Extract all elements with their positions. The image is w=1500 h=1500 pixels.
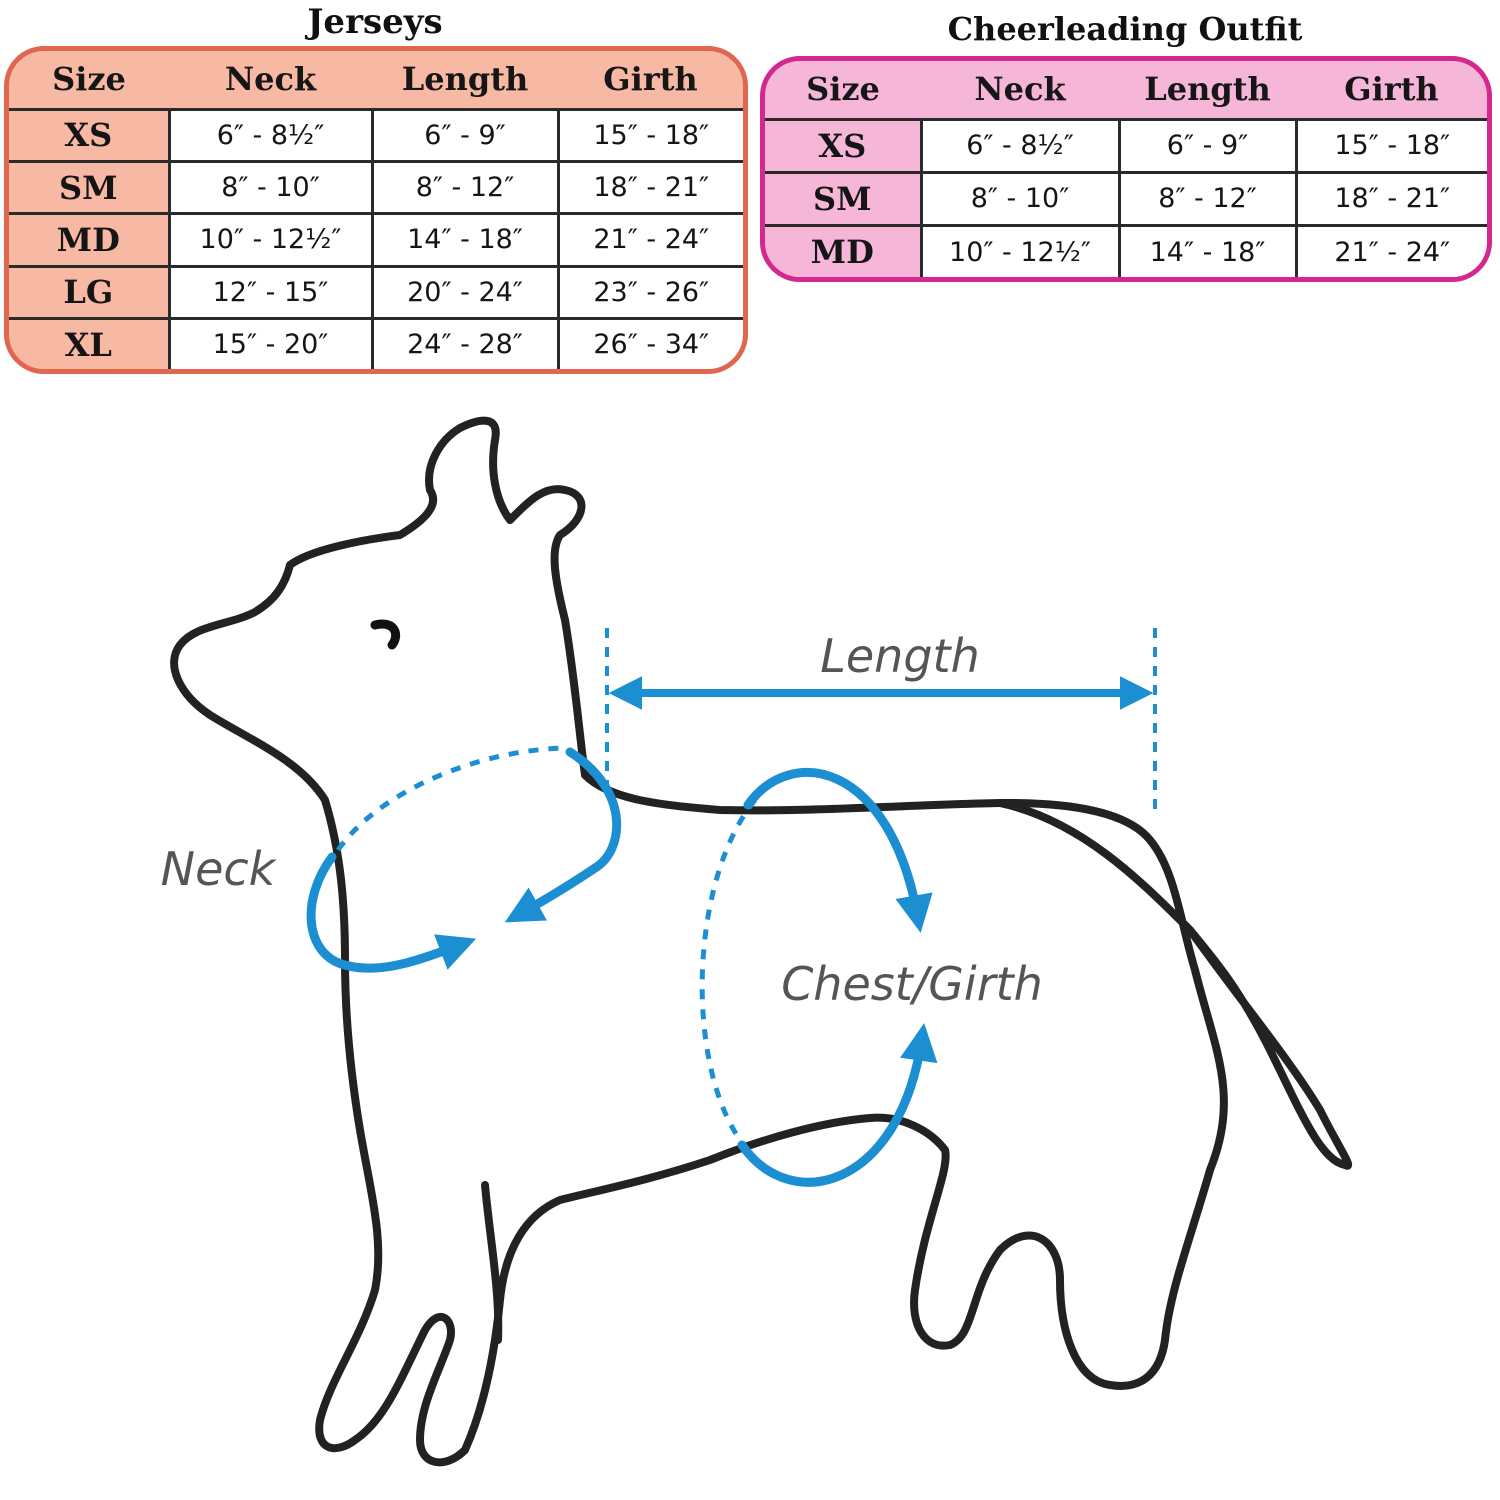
length-label: Length — [820, 629, 979, 683]
cheerleading-row: MD 10″ - 12½″ 14″ - 18″ 21″ - 24″ — [765, 224, 1487, 277]
size-cell: XS — [9, 107, 169, 162]
girth-cell: 23″ - 26″ — [556, 264, 743, 319]
length-cell: 14″ - 18″ — [370, 212, 558, 267]
neck-label: Neck — [161, 842, 278, 896]
cheerleading-header-length: Length — [1144, 70, 1271, 109]
girth-label: Chest/Girth — [781, 957, 1043, 1011]
girth-arrow-icon — [737, 1023, 938, 1187]
dog-measurement-diagram: Length Neck Chest/Girth — [161, 416, 1353, 1467]
size-cell: MD — [9, 212, 169, 267]
girth-cell: 18″ - 21″ — [556, 159, 743, 214]
length-cell: 6″ - 9″ — [1117, 117, 1296, 173]
jerseys-header-row: Size Neck Length Girth — [9, 51, 743, 109]
jerseys-header-neck: Neck — [224, 60, 317, 99]
length-cell: 24″ - 28″ — [370, 317, 558, 369]
neck-arrow-icon — [306, 852, 477, 973]
size-cell: LG — [9, 264, 169, 319]
neck-cell: 12″ - 15″ — [167, 264, 372, 319]
girth-cell: 18″ - 21″ — [1294, 170, 1487, 226]
jerseys-size-chart: Size Neck Length Girth XS 6″ - 8½″ 6″ - … — [4, 46, 748, 374]
cheerleading-header-neck: Neck — [974, 70, 1066, 109]
neck-cell: 6″ - 8½″ — [167, 107, 372, 162]
jerseys-header-length: Length — [401, 60, 529, 99]
girth-measure — [699, 768, 938, 1187]
length-cell: 6″ - 9″ — [370, 107, 558, 162]
cheerleading-header-girth: Girth — [1344, 70, 1439, 109]
cheerleading-size-chart: Size Neck Length Girth XS 6″ - 8½″ 6″ - … — [760, 56, 1492, 282]
cheerleading-row: SM 8″ - 10″ 8″ - 12″ 18″ - 21″ — [765, 170, 1487, 226]
neck-cell: 10″ - 12½″ — [167, 212, 372, 267]
dog-outline — [170, 416, 1353, 1467]
jerseys-row: SM 8″ - 10″ 8″ - 12″ 18″ - 21″ — [9, 159, 743, 214]
length-measure — [605, 628, 1157, 815]
neck-cell: 8″ - 10″ — [167, 159, 372, 214]
neck-cell: 6″ - 8½″ — [919, 117, 1119, 173]
neck-arrow-icon — [504, 747, 622, 923]
jerseys-row: MD 10″ - 12½″ 14″ - 18″ 21″ - 24″ — [9, 212, 743, 267]
jerseys-row: XS 6″ - 8½″ 6″ - 9″ 15″ - 18″ — [9, 107, 743, 162]
neck-measure — [306, 745, 622, 973]
girth-cell: 26″ - 34″ — [556, 317, 743, 369]
girth-cell: 21″ - 24″ — [556, 212, 743, 267]
size-cell: SM — [765, 170, 921, 226]
cheerleading-size-table: Size Neck Length Girth XS 6″ - 8½″ 6″ - … — [765, 61, 1487, 277]
jerseys-header-size: Size — [52, 60, 126, 99]
girth-cell: 15″ - 18″ — [1294, 117, 1487, 173]
eye-icon — [370, 619, 401, 650]
size-cell: SM — [9, 159, 169, 214]
size-cell: XL — [9, 317, 169, 369]
size-cell: XS — [765, 117, 921, 173]
neck-cell: 8″ - 10″ — [919, 170, 1119, 226]
cheerleading-header-row: Size Neck Length Girth — [765, 61, 1487, 119]
jerseys-header-girth: Girth — [603, 60, 698, 99]
jerseys-row: LG 12″ - 15″ 20″ - 24″ 23″ - 26″ — [9, 264, 743, 319]
jerseys-row: XL 15″ - 20″ 24″ - 28″ 26″ - 34″ — [9, 317, 743, 369]
length-cell: 8″ - 12″ — [1117, 170, 1296, 226]
neck-cell: 10″ - 12½″ — [919, 224, 1119, 277]
length-cell: 14″ - 18″ — [1117, 224, 1296, 277]
girth-cell: 15″ - 18″ — [556, 107, 743, 162]
jerseys-size-table: Size Neck Length Girth XS 6″ - 8½″ 6″ - … — [9, 51, 743, 369]
neck-cell: 15″ - 20″ — [167, 317, 372, 369]
girth-arrow-icon — [743, 768, 933, 933]
size-cell: MD — [765, 224, 921, 277]
cheerleading-title: Cheerleading Outfit — [947, 10, 1303, 48]
cheerleading-row: XS 6″ - 8½″ 6″ - 9″ 15″ - 18″ — [765, 117, 1487, 173]
cheerleading-header-size: Size — [806, 70, 880, 109]
length-cell: 20″ - 24″ — [370, 264, 558, 319]
jerseys-title: Jerseys — [307, 2, 443, 42]
girth-cell: 21″ - 24″ — [1294, 224, 1487, 277]
length-cell: 8″ - 12″ — [370, 159, 558, 214]
